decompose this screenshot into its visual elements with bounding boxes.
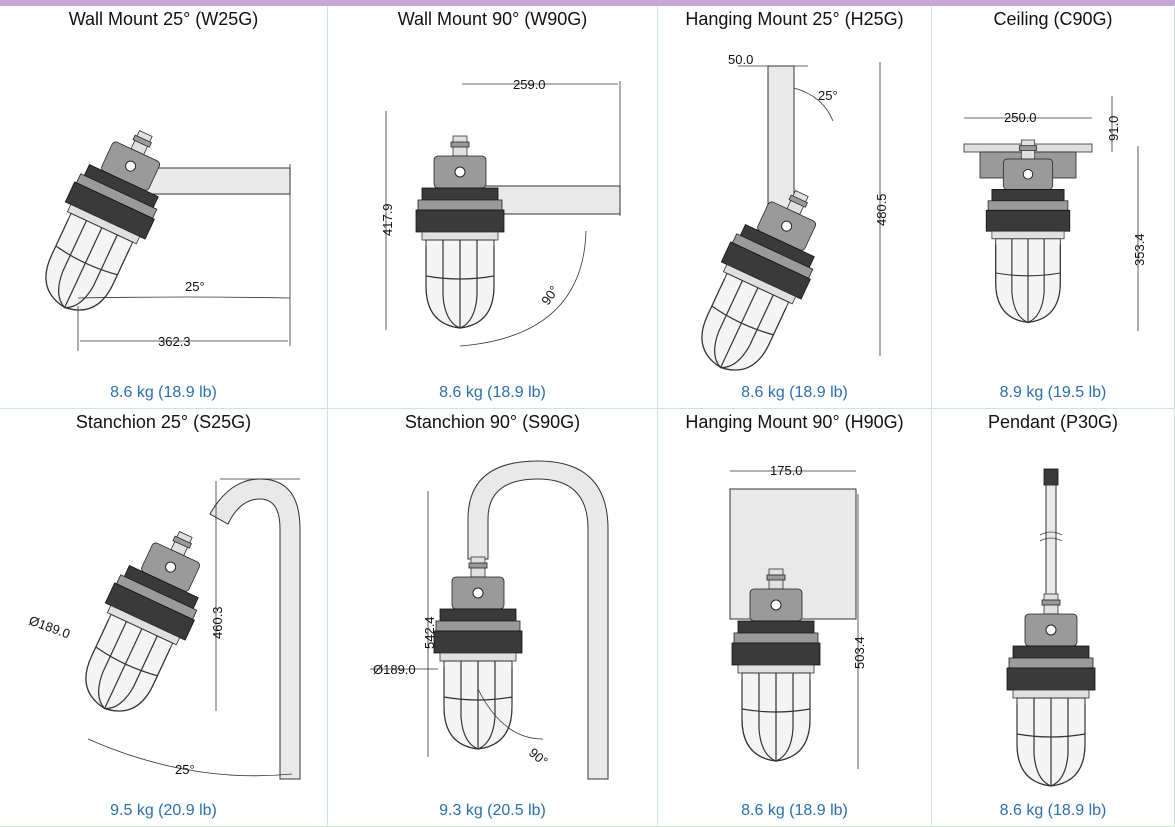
dim-label: 90° [538, 283, 562, 308]
header-strip [0, 0, 1175, 6]
product-title: Wall Mount 90° (W90G) [397, 9, 588, 29]
dim-label: 417.9 [380, 203, 395, 236]
product-cell-p30g: Pendant (P30G) 8.6 kg (18.9 lb) [932, 409, 1175, 827]
dim-label: 91.0 [1106, 116, 1121, 141]
product-cell-c90g: Ceiling (C90G) 250.0 91.0 353.4 8.9 kg (… [932, 6, 1175, 409]
dim-label: 460.3 [210, 606, 225, 639]
product-weight: 8.9 kg (19.5 lb) [999, 384, 1107, 401]
dim-label: 50.0 [728, 52, 753, 67]
dim-label: 25° [175, 762, 195, 777]
product-title: Hanging Mount 90° (H90G) [685, 412, 904, 432]
product-title: Stanchion 90° (S90G) [404, 412, 581, 432]
product-title: Pendant (P30G) [987, 412, 1119, 432]
product-cell-w25g: Wall Mount 25° (W25G) 25° 362.3 8.6 kg (… [0, 6, 328, 409]
product-title: Stanchion 25° (S25G) [75, 412, 252, 432]
dim-label: 259.0 [513, 77, 546, 92]
dim-label: Ø189.0 [27, 613, 72, 642]
dim-label: 250.0 [1004, 110, 1037, 125]
product-weight: 8.6 kg (18.9 lb) [741, 384, 848, 401]
product-cell-s25g: Stanchion 25° (S25G) 460.3 Ø189.0 25° 9.… [0, 409, 328, 827]
drawing-p30g [1006, 468, 1096, 787]
product-weight: 8.6 kg (18.9 lb) [741, 802, 848, 819]
product-cell-h25g: Hanging Mount 25° (H25G) 50.0 25° 480.5 … [658, 6, 932, 409]
product-weight: 9.3 kg (20.5 lb) [439, 802, 546, 819]
product-grid: Wall Mount 25° (W25G) 25° 362.3 8.6 kg (… [0, 6, 1175, 827]
dim-label: 480.5 [874, 193, 889, 226]
dim-label: 175.0 [770, 463, 803, 478]
drawing-c90g: 250.0 91.0 353.4 [963, 96, 1147, 331]
drawing-w90g: 259.0 417.9 90° [380, 77, 621, 347]
drawing-h90g: 175.0 503.4 [729, 463, 867, 769]
dim-label: 90° [526, 745, 551, 769]
drawing-s90g: 542.4 Ø189.0 90° [370, 460, 609, 780]
dim-label: 503.4 [852, 636, 867, 669]
product-cell-s90g: Stanchion 90° (S90G) 542.4 Ø189.0 90° 9.… [328, 409, 658, 827]
product-title: Wall Mount 25° (W25G) [68, 9, 259, 29]
drawing-s25g: 460.3 Ø189.0 25° [27, 478, 301, 780]
product-weight: 8.6 kg (18.9 lb) [110, 384, 217, 401]
product-weight: 8.6 kg (18.9 lb) [439, 384, 546, 401]
drawing-h25g: 50.0 25° 480.5 [680, 52, 889, 376]
dim-label: Ø189.0 [373, 662, 416, 677]
product-title: Ceiling (C90G) [993, 9, 1113, 29]
dim-label: 25° [818, 88, 838, 103]
product-weight: 8.6 kg (18.9 lb) [999, 802, 1107, 819]
product-cell-h90g: Hanging Mount 90° (H90G) 175.0 503.4 8.6… [658, 409, 932, 827]
dim-label: 25° [185, 279, 205, 294]
dim-label: 353.4 [1132, 233, 1147, 266]
drawing-w25g: 25° 362.3 [24, 114, 291, 351]
product-title: Hanging Mount 25° (H25G) [685, 9, 904, 29]
dim-label: 542.4 [422, 616, 437, 649]
dim-label: 362.3 [158, 334, 191, 349]
product-cell-w90g: Wall Mount 90° (W90G) 259.0 417.9 90° 8.… [328, 6, 658, 409]
product-weight: 9.5 kg (20.9 lb) [110, 802, 217, 819]
